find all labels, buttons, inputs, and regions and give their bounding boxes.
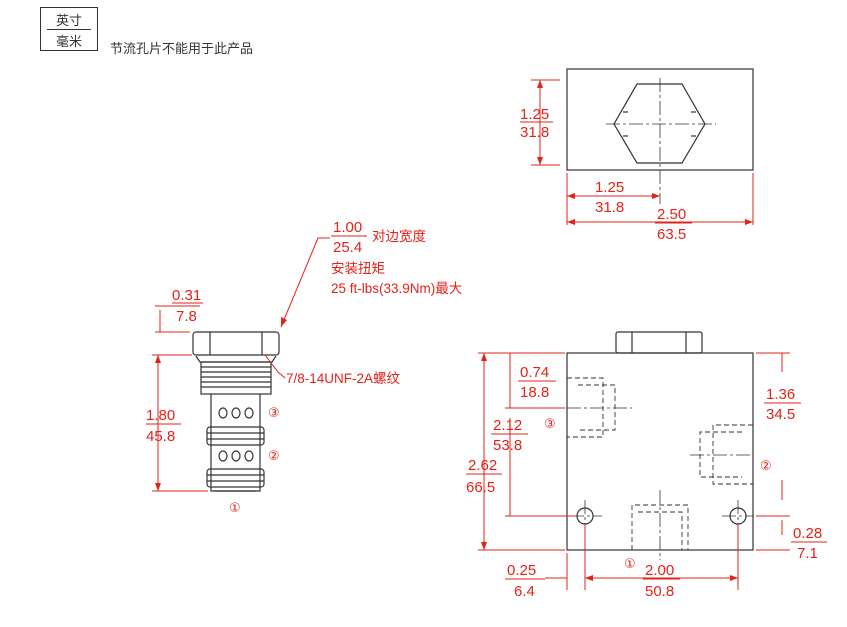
dim-port2-mm: 34.5 — [766, 406, 795, 423]
dim-port3b-mm: 53.8 — [493, 437, 522, 454]
dim-hole-span-mm: 50.8 — [645, 583, 674, 600]
orifice-note: 节流孔片不能用于此产品 — [110, 41, 254, 56]
dim-hex-flat-in: 1.00 — [333, 219, 362, 236]
dim-hex-height-in: 0.31 — [172, 287, 201, 304]
legend-mm: 毫米 — [55, 34, 82, 49]
port3-cavity — [567, 377, 604, 438]
dim-hex-center-mm: 31.8 — [595, 199, 624, 216]
front-port-3: ③ — [544, 417, 556, 432]
dim-height-mm: 66.5 — [466, 479, 495, 496]
cartridge-thread — [200, 361, 272, 395]
cartridge-seal-1 — [206, 426, 265, 446]
dim-hole-span-in: 2.00 — [645, 562, 674, 579]
unit-legend: 英寸 毫米 — [40, 7, 98, 51]
dim-port3b-in: 2.12 — [493, 417, 522, 434]
dim-port3-mm: 18.8 — [520, 384, 549, 401]
dim-hole-edge-in: 0.25 — [507, 562, 536, 579]
dim-hex-side-in: 1.25 — [520, 106, 549, 123]
cart-port-2: ② — [268, 449, 280, 464]
cart-port-1: ① — [229, 501, 241, 516]
port2-cavity — [712, 424, 753, 485]
torque-title: 安装扭矩 — [331, 261, 385, 276]
dim-hole-edge-mm: 6.4 — [514, 583, 535, 600]
front-port-1: ① — [624, 557, 636, 572]
top-view-hex — [613, 83, 706, 164]
dim-port3-in: 0.74 — [520, 364, 549, 381]
dim-width-in: 2.50 — [657, 206, 686, 223]
cartridge-hex — [192, 331, 280, 356]
dim-height-in: 2.62 — [468, 457, 497, 474]
top-view: 1.25 31.8 1.25 31.8 2.50 63.5 — [520, 68, 754, 243]
thread-label: 7/8-14UNF-2A螺纹 — [286, 371, 401, 386]
dim-cart-len-in: 1.80 — [146, 407, 175, 424]
dim-edge-mm: 7.1 — [797, 545, 818, 562]
dim-hex-height-mm: 7.8 — [176, 308, 197, 325]
cart-port-3: ③ — [268, 406, 280, 421]
dim-width-mm: 63.5 — [657, 226, 686, 243]
port1-cavity — [631, 504, 689, 550]
cartridge-view: 0.31 7.8 1.80 45.8 1.00 25.4 对边宽度 安装扭矩 2… — [146, 219, 462, 516]
front-port-2: ② — [760, 459, 772, 474]
dim-port2-in: 1.36 — [766, 386, 795, 403]
dim-hex-center-in: 1.25 — [595, 179, 624, 196]
dim-hex-flat-mm: 25.4 — [333, 239, 362, 256]
cartridge-hex-chamfer — [195, 355, 277, 363]
front-view: 2.62 66.5 0.74 18.8 2.12 53.8 ③ ② ① 1.36… — [466, 331, 827, 600]
legend-inch: 英寸 — [55, 13, 82, 28]
dim-edge-in: 0.28 — [793, 525, 822, 542]
cartridge-seal-2 — [206, 468, 265, 488]
hex-leader — [280, 237, 330, 328]
thread-leader — [264, 354, 286, 379]
front-view-hex — [615, 331, 703, 354]
dim-cart-len-mm: 45.8 — [146, 428, 175, 445]
torque-value: 25 ft-lbs(33.9Nm)最大 — [331, 281, 462, 296]
legend-divider — [47, 29, 91, 30]
flat-label: 对边宽度 — [372, 228, 426, 244]
dim-hex-side-mm: 31.8 — [520, 124, 549, 141]
